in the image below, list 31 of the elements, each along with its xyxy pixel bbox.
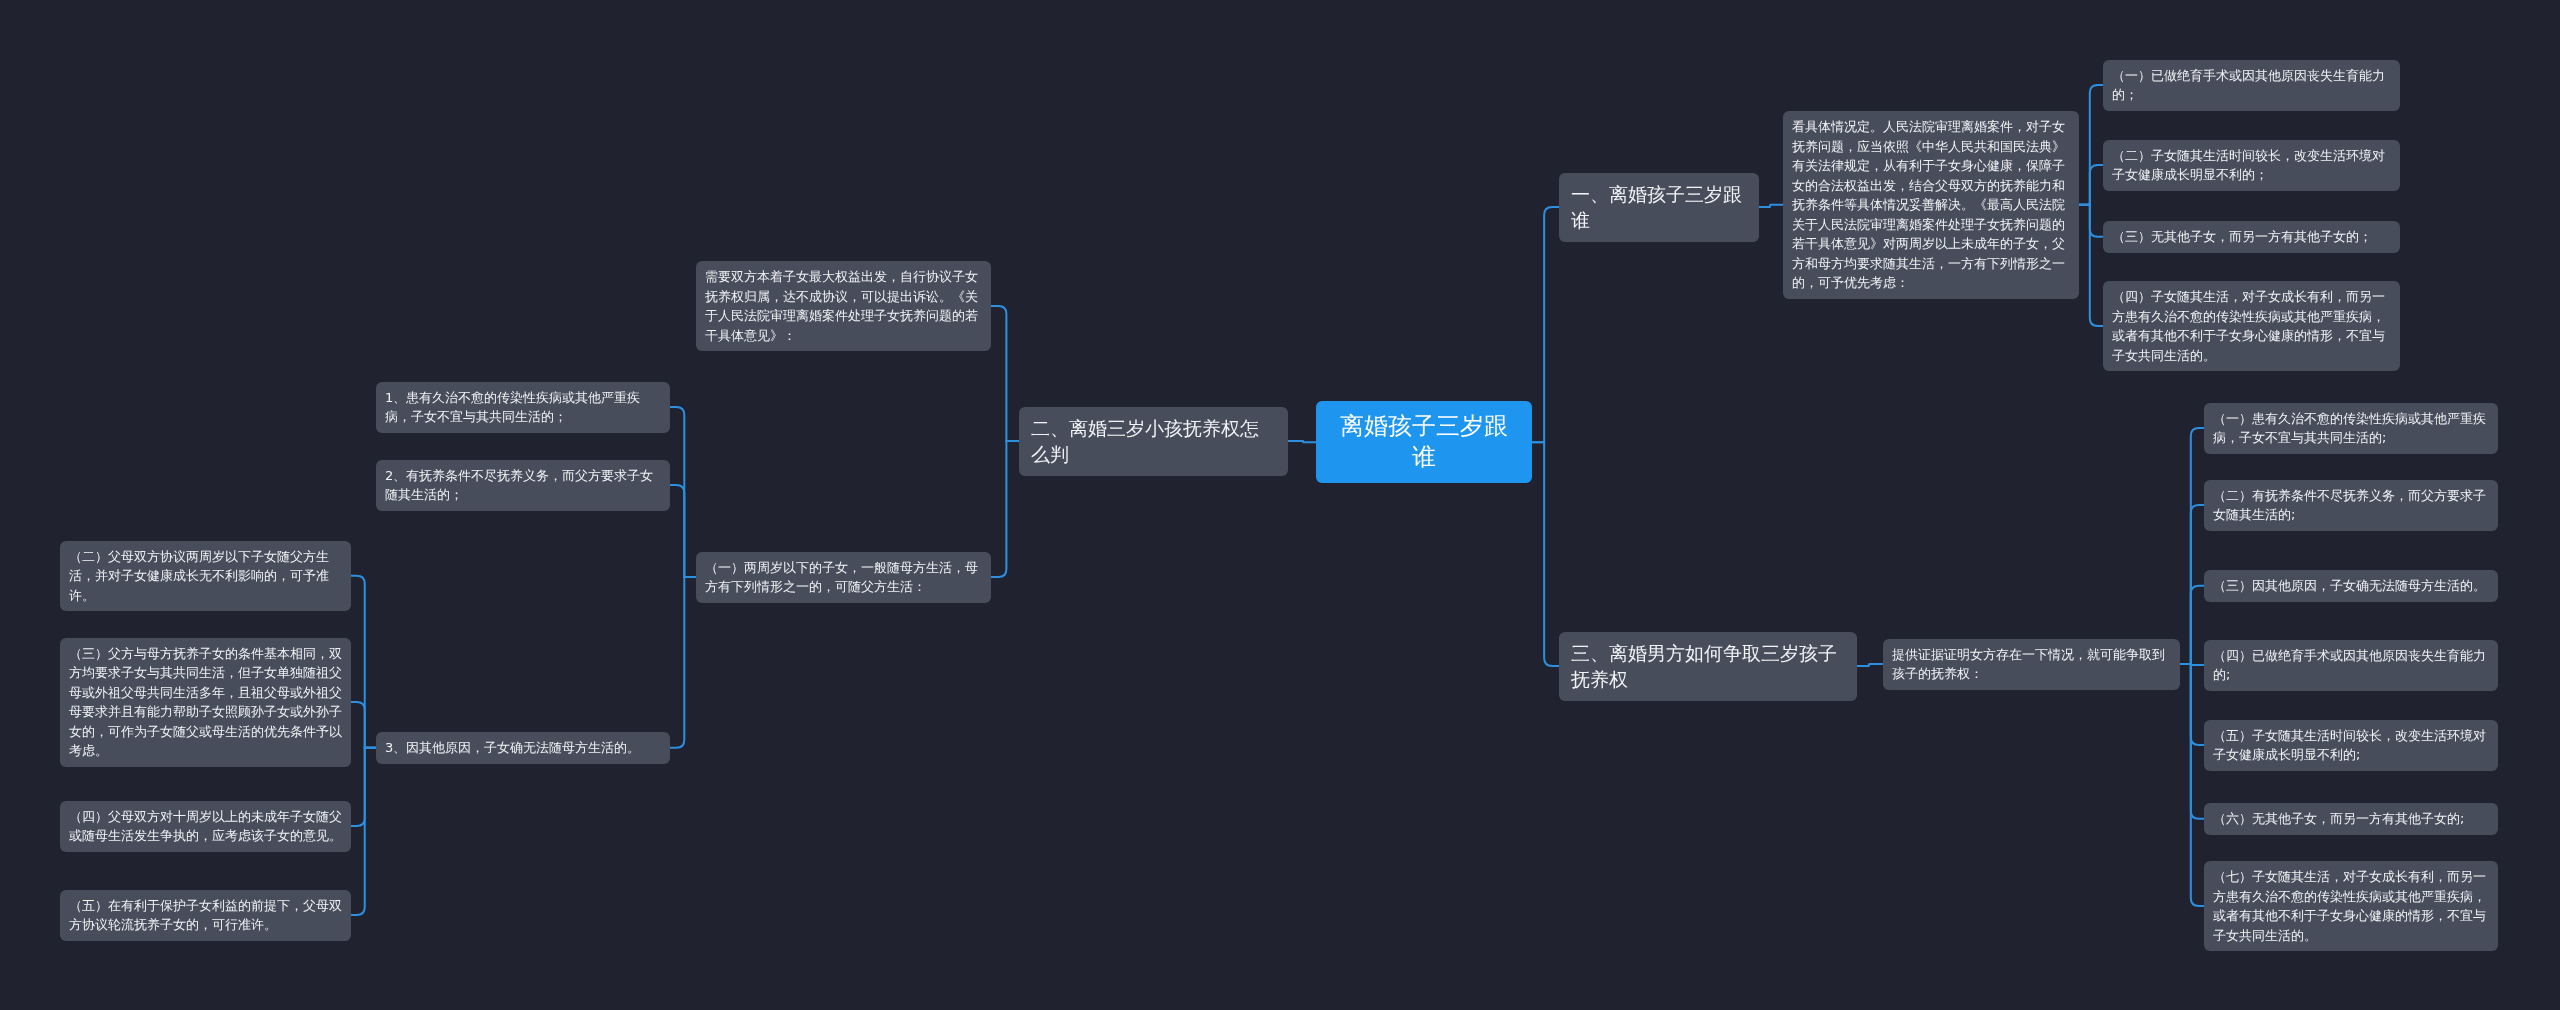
subtopic-box: （四）子女随其生活，对子女成长有利，而另一方患有久治不愈的传染性疾病或其他严重疾病，或者有其他不利于子女身心健康的情形，不宜与子女共同生活的。 bbox=[2103, 281, 2400, 371]
subtopic-box: （六）无其他子女，而另一方有其他子女的; bbox=[2204, 803, 2498, 835]
subtopic-box: （二）有抚养条件不尽抚养义务，而父方要求子女随其生活的; bbox=[2204, 479, 2498, 531]
connector-line bbox=[1287, 440, 1317, 444]
subtopic-box: 2、有抚养条件不尽抚养义务，而父方要求子女随其生活的； bbox=[376, 459, 670, 511]
connector-line bbox=[1856, 663, 1884, 668]
branch-topic: 一、离婚孩子三岁跟谁 bbox=[1559, 172, 1759, 242]
subtopic-box: 提供证据证明女方存在一下情况，就可能争取到孩子的抚养权： bbox=[1883, 638, 2180, 690]
subtopic-box: 3、因其他原因，子女确无法随母方生活的。 bbox=[376, 732, 670, 764]
subtopic-box: （一）患有久治不愈的传染性疾病或其他严重疾病，子女不宜与其共同生活的; bbox=[2204, 402, 2498, 454]
subtopic-box: 1、患有久治不愈的传染性疾病或其他严重疾病，子女不宜与其共同生活的； bbox=[376, 381, 670, 433]
subtopic-box: （五）在有利于保护子女利益的前提下，父母双方协议轮流抚养子女的，可行准许。 bbox=[60, 889, 351, 941]
subtopic-box: （二）父母双方协议两周岁以下子女随父方生活，并对子女健康成长无不利影响的，可予准许。 bbox=[60, 540, 351, 611]
connector-line bbox=[1758, 203, 1784, 209]
subtopic-box: （四）已做绝育手术或因其他原因丧失生育能力的; bbox=[2204, 639, 2498, 691]
subtopic-box: （四）父母双方对十周岁以上的未成年子女随父或随母生活发生争执的，应考虑该子女的意见。 bbox=[60, 800, 351, 852]
subtopic-box: 看具体情况定。人民法院审理离婚案件，对子女抚养问题，应当依照《中华人民共和国民法典》有关法律规定，从有利于子女身心健康，保障子女的合法权益出发，结合父母双方的抚养能力和抚养条件等具体情况妥善解决。《最高人民法院关于人民法院审理离婚案件处理子女抚养问题的若干具体意见》对两周岁以上未成年的子女，父方和母方均要求随其生活，一方有下列情形之一的，可予优先考虑： bbox=[1783, 111, 2079, 299]
connector-line bbox=[990, 440, 1020, 578]
subtopic-box: （一）两周岁以下的子女，一般随母方生活，母方有下列情形之一的，可随父方生活： bbox=[696, 551, 991, 603]
subtopic-box: （三）因其他原因，子女确无法随母方生活的。 bbox=[2204, 570, 2498, 602]
subtopic-box: 需要双方本着子女最大权益出发，自行协议子女抚养权归属，达不成协议，可以提出诉讼。《关于人民法院审理离婚案件处理子女抚养问题的若干具体意见》： bbox=[696, 261, 991, 351]
subtopic-box: （三）父方与母方抚养子女的条件基本相同，双方均要求子女与其共同生活，但子女单独随祖父母或外祖父母共同生活多年，且祖父母或外祖父母要求并且有能力帮助子女照顾孙子女或外孙子女的，可作为子女随父或母生活的优先条件予以考虑。 bbox=[60, 637, 351, 767]
subtopic-box: （二）子女随其生活时间较长，改变生活环境对子女健康成长明显不利的； bbox=[2103, 139, 2400, 191]
subtopic-box: （五）子女随其生活时间较长，改变生活环境对子女健康成长明显不利的; bbox=[2204, 719, 2498, 771]
subtopic-box: （七）子女随其生活，对子女成长有利，而另一方患有久治不愈的传染性疾病或其他严重疾病，或者有其他不利于子女身心健康的情形，不宜与子女共同生活的。 bbox=[2204, 861, 2498, 951]
subtopic-box: （三）无其他子女，而另一方有其他子女的； bbox=[2103, 221, 2400, 253]
subtopic-box: （一）已做绝育手术或因其他原因丧失生育能力的； bbox=[2103, 59, 2400, 111]
branch-topic: 二、离婚三岁小孩抚养权怎么判 bbox=[1019, 406, 1288, 476]
branch-topic: 三、离婚男方如何争取三岁孩子抚养权 bbox=[1559, 631, 1857, 701]
central-topic: 离婚孩子三岁跟谁 bbox=[1316, 401, 1532, 484]
connector-line bbox=[2078, 203, 2104, 327]
